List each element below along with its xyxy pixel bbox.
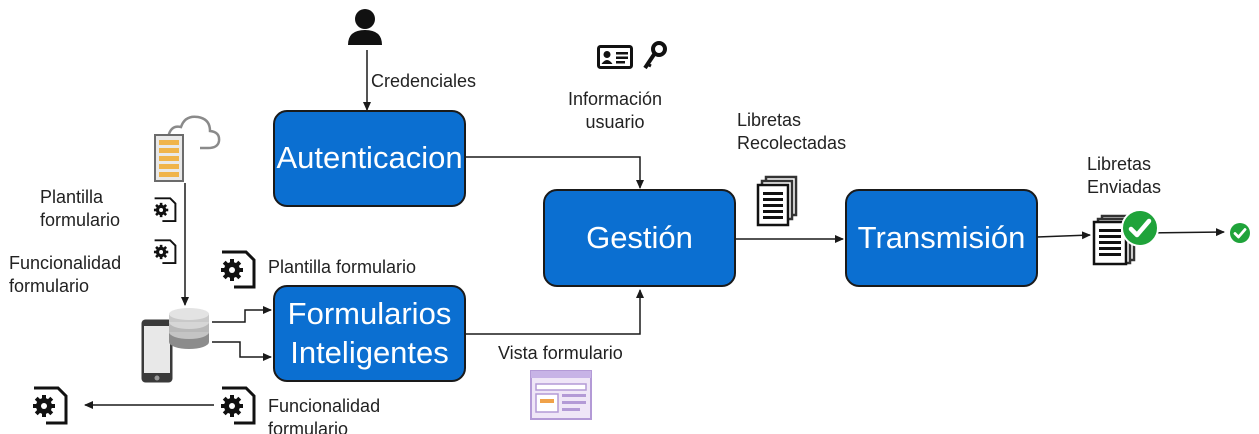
gear-document-icon (153, 239, 177, 265)
credenciales-label: Credenciales (371, 71, 477, 91)
funcionalidad-formulario-bottom-label: Funcionalidad formulario (268, 395, 380, 434)
id-card-icon (597, 45, 633, 69)
plantilla-left-line2: formulario (40, 210, 121, 231)
arrow-transmision-to-libretas (1036, 231, 1091, 240)
transmision-label: Transmisión (857, 219, 1026, 255)
libretas-enviadas-line2: Enviadas (1087, 177, 1162, 198)
autenticacion-box: Autenticacion (273, 110, 466, 207)
funcionalidad-formulario-left-label: Funcionalidad formulario (9, 252, 121, 299)
funcionalidad-bottom-line2: formulario (268, 419, 349, 434)
formularios-label-line2: Inteligentes (290, 334, 449, 370)
libretas-recolectadas-line1: Libretas (737, 110, 802, 130)
gestion-label: Gestión (586, 219, 693, 255)
informacion-line1: Información (567, 89, 663, 109)
form-window-icon (530, 370, 592, 420)
plantilla-formulario-label: Plantilla formulario (268, 257, 417, 277)
arrow-autenticacion-to-gestion (464, 156, 644, 189)
autenticacion-label: Autenticacion (276, 140, 463, 176)
database-icon (169, 308, 209, 349)
vista-formulario-label: Vista formulario (498, 343, 623, 363)
arrow-formularios-to-gestion (465, 289, 644, 335)
libretas-recolectadas-line2: Recolectadas (737, 133, 847, 154)
funcionalidad-left-line1: Funcionalidad (9, 253, 122, 273)
user-icon (348, 9, 382, 45)
cloud-server-icon (154, 115, 221, 182)
gear-document-icon (153, 197, 177, 223)
gestion-box: Gestión (543, 189, 736, 287)
gear-document-icon (33, 386, 68, 425)
plantilla-left-line1: Plantilla (40, 187, 104, 207)
informacion-usuario-label: Información usuario (545, 88, 685, 135)
arrow-database-to-formularios-top (212, 306, 272, 323)
formularios-label-line1: Formularios (287, 295, 452, 331)
gear-document-icon (221, 250, 256, 289)
funcionalidad-left-line2: formulario (9, 276, 90, 297)
informacion-line2: usuario (585, 112, 645, 133)
check-circle-icon (1121, 209, 1159, 247)
formularios-inteligentes-box: Formularios Inteligentes (273, 285, 466, 382)
plantilla-formulario-left-label: Plantilla formulario (40, 186, 120, 233)
mobile-phone-icon (141, 319, 173, 383)
transmision-box: Transmisión (845, 189, 1038, 287)
arrow-database-to-formularios-bottom (212, 341, 272, 361)
libretas-enviadas-label: Libretas Enviadas (1087, 153, 1161, 200)
funcionalidad-bottom-line1: Funcionalidad (268, 396, 381, 416)
gear-document-icon (221, 386, 256, 425)
key-icon (643, 41, 667, 70)
check-circle-icon (1230, 223, 1250, 243)
libretas-enviadas-line1: Libretas (1087, 154, 1152, 174)
document-stack-icon (756, 175, 798, 227)
libretas-recolectadas-label: Libretas Recolectadas (737, 109, 846, 156)
